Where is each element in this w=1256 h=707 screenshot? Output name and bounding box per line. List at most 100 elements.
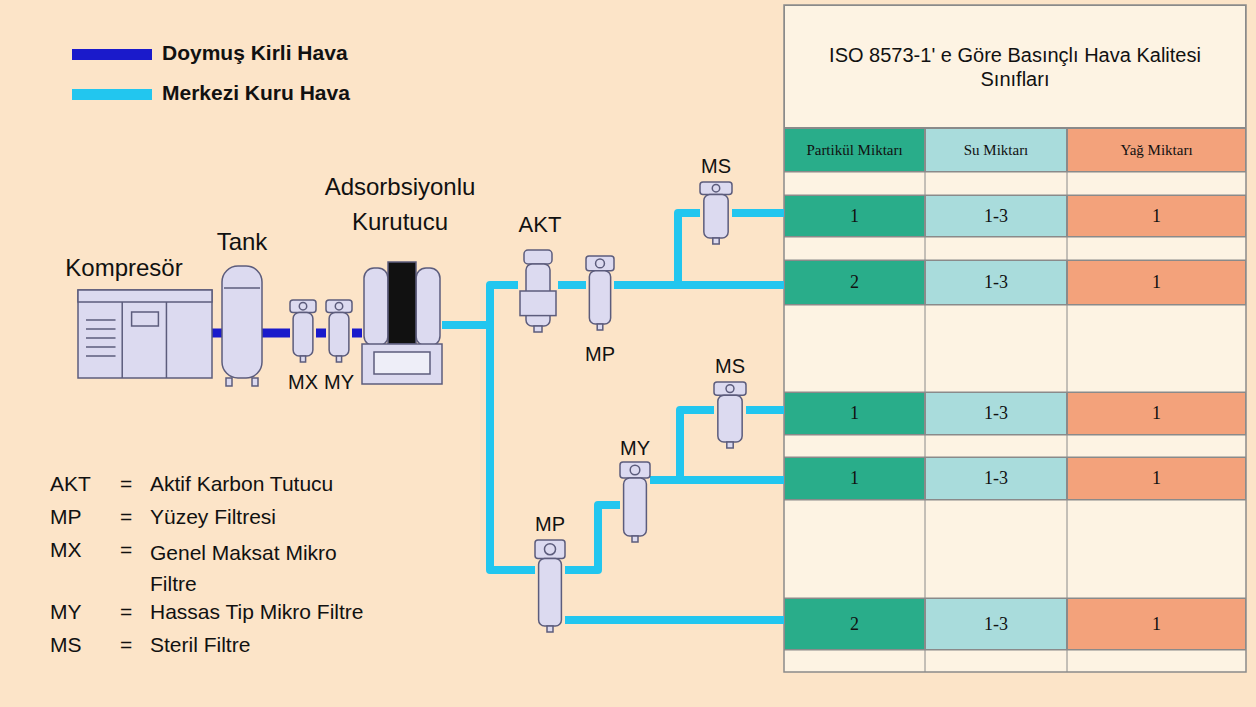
filter-icon xyxy=(700,182,732,244)
quality-row: 2 1-3 1 xyxy=(784,598,1246,650)
label-holder: Genel Maksat Mikro Filtre xyxy=(150,537,365,599)
label-holder: MX xyxy=(288,370,318,394)
air-pipe xyxy=(614,281,784,289)
table-rules xyxy=(784,128,1246,672)
filter: MY xyxy=(620,462,650,542)
quality-class: 1 xyxy=(850,468,859,489)
filter-icon xyxy=(290,300,316,362)
label-holder: ISO 8573-1' e Göre Basınçlı Hava Kalites… xyxy=(784,5,1246,128)
table-cell: 1 xyxy=(1067,457,1246,500)
component-name: AKT xyxy=(519,212,562,238)
quality-class: 1-3 xyxy=(984,272,1008,293)
label-holder: MY xyxy=(324,370,354,394)
air-pipe xyxy=(212,329,222,338)
table-cell: 1 xyxy=(1067,392,1246,435)
label-holder: MP xyxy=(585,342,615,366)
table-cell: 1-3 xyxy=(925,598,1067,650)
table-cell: 1-3 xyxy=(925,260,1067,305)
carbon-filter: AKT xyxy=(518,250,558,332)
filter: MS xyxy=(700,182,732,244)
label-holder: MX xyxy=(50,537,82,562)
label-holder: MY xyxy=(620,436,650,460)
filter-icon xyxy=(586,256,614,330)
legend-swatch xyxy=(72,89,152,100)
component-name: MY xyxy=(620,436,650,460)
filter-icon xyxy=(535,540,565,632)
quality-class: 1-3 xyxy=(984,468,1008,489)
abbreviation: AKT xyxy=(50,471,91,496)
label-holder: AKT xyxy=(50,471,91,496)
air-pipe xyxy=(650,476,784,484)
table-cell: 1 xyxy=(784,392,925,435)
component-name: MY xyxy=(324,370,354,394)
label-holder: = xyxy=(120,504,132,529)
label-holder: = xyxy=(120,599,132,624)
table-cell: 1-3 xyxy=(925,195,1067,237)
abbreviation-meaning: Hassas Tip Mikro Filtre xyxy=(150,599,364,624)
filter: MP xyxy=(535,540,565,632)
dryer-icon xyxy=(362,262,442,384)
air-pipe xyxy=(732,209,784,217)
label-holder: MP xyxy=(50,504,82,529)
label-holder: Yüzey Filtresi xyxy=(150,504,276,529)
table-cell: 2 xyxy=(784,598,925,650)
air-pipe xyxy=(565,505,620,570)
table-cell: 1 xyxy=(1067,195,1246,237)
component-name: MS xyxy=(715,354,745,378)
component-name: MP xyxy=(535,512,565,536)
equals-sign: = xyxy=(120,504,132,529)
quality-class: 1 xyxy=(1152,206,1161,227)
quality-class: 1 xyxy=(1152,468,1161,489)
air-pipe xyxy=(650,410,714,480)
filter-icon xyxy=(326,300,352,362)
abbreviation: MS xyxy=(50,632,82,657)
component-name: Adsorbsiyonlu Kurutucu xyxy=(308,170,493,240)
equals-sign: = xyxy=(120,599,132,624)
quality-class: 1 xyxy=(850,206,859,227)
carbon-filter-icon xyxy=(518,250,558,332)
table-cell: 1-3 xyxy=(925,457,1067,500)
label-holder: Hassas Tip Mikro Filtre xyxy=(150,599,364,624)
abbreviation-meaning: Steril Filtre xyxy=(150,632,250,657)
legend-text: Doymuş Kirli Hava xyxy=(162,41,348,65)
quality-class: 1 xyxy=(1152,403,1161,424)
table-cell: 1 xyxy=(1067,260,1246,305)
air-pipe xyxy=(352,329,362,338)
filter-icon xyxy=(620,462,650,542)
label-holder: Partikül Miktarı xyxy=(784,128,925,172)
table-title: ISO 8573-1' e Göre Basınçlı Hava Kalites… xyxy=(793,43,1237,91)
component-name: Tank xyxy=(217,228,268,257)
equals-sign: = xyxy=(120,471,132,496)
filter-icon xyxy=(714,382,746,448)
label-holder: Su Miktarı xyxy=(925,128,1067,172)
label-holder: AKT xyxy=(519,212,562,238)
filter: MS xyxy=(714,382,746,448)
table-cell: 1-3 xyxy=(925,392,1067,435)
label-holder: Tank xyxy=(217,228,268,257)
label-holder: Steril Filtre xyxy=(150,632,250,657)
quality-class: 1 xyxy=(1152,614,1161,635)
abbreviation: MP xyxy=(50,504,82,529)
label-holder: MP xyxy=(535,512,565,536)
component-name: MP xyxy=(585,342,615,366)
column-header: Partikül Miktarı xyxy=(806,141,902,159)
air-pipe xyxy=(558,281,586,289)
component-name: MX xyxy=(288,370,318,394)
air-pipe xyxy=(614,213,700,285)
component-name: MS xyxy=(701,154,731,178)
label-holder: Aktif Karbon Tutucu xyxy=(150,471,333,496)
abbreviation: MX xyxy=(50,537,82,562)
label-holder: MS xyxy=(715,354,745,378)
table-cell: 1 xyxy=(784,457,925,500)
label-holder: MS xyxy=(50,632,82,657)
column-header: Yağ Miktarı xyxy=(1120,141,1192,159)
filter: MX xyxy=(290,300,316,362)
abbreviation-meaning: Genel Maksat Mikro Filtre xyxy=(150,537,365,599)
quality-row: 1 1-3 1 xyxy=(784,195,1246,237)
component-name: Kompresör xyxy=(65,254,182,283)
abbreviation-meaning: Yüzey Filtresi xyxy=(150,504,276,529)
filter: MY xyxy=(326,300,352,362)
air-pipe xyxy=(262,329,290,338)
quality-class: 2 xyxy=(850,614,859,635)
